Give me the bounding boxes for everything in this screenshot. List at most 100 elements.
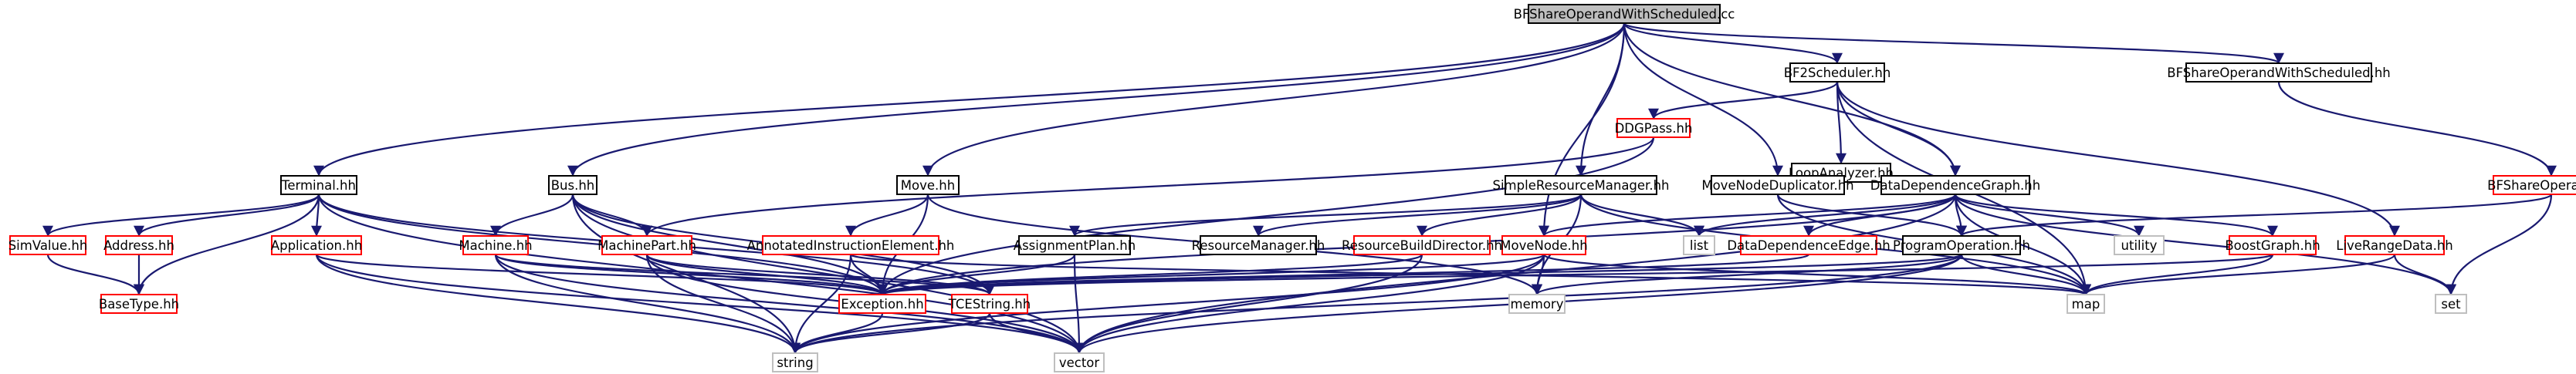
- edge-root-to-terminal: [313, 22, 1626, 177]
- edge-root-to-ddg: [1623, 22, 1961, 177]
- node-root[interactable]: BFShareOperandWithScheduled.cc: [1514, 4, 1735, 24]
- node-basetype[interactable]: BaseType.hh: [99, 294, 179, 314]
- edge-root-to-mnd: [1623, 22, 1783, 177]
- edge-bf2-to-loop: [1835, 81, 1847, 164]
- edge-machinepart-to-string: [645, 254, 801, 354]
- edge-srm-to-rm: [1253, 194, 1582, 237]
- node-dde[interactable]: DataDependenceEdge.hh: [1727, 235, 1891, 255]
- node-map-box: [2067, 294, 2105, 314]
- node-bf2[interactable]: BF2Scheduler.hh: [1784, 62, 1891, 83]
- node-simvalue-label: SimValue.hh: [8, 238, 88, 253]
- node-application[interactable]: Application.hh: [271, 235, 362, 255]
- edge-terminal-to-basetype: [134, 194, 320, 295]
- node-rm-box: [1200, 235, 1317, 255]
- node-movenode[interactable]: MoveNode.hh: [1500, 235, 1588, 255]
- edge-aplan-to-exception: [877, 254, 1076, 295]
- node-bfsows[interactable]: BFShareOperandWithScheduled.hh: [2167, 62, 2391, 83]
- node-memory-label: memory: [1511, 297, 1564, 312]
- node-machine-box: [462, 235, 529, 255]
- edge-tcestring-to-vector: [988, 312, 1085, 354]
- node-srm-box: [1505, 175, 1657, 195]
- edge-boost-to-exception: [877, 253, 2274, 296]
- edge-root-to-move: [922, 22, 1626, 177]
- node-ddgpass[interactable]: DDGPass.hh: [1615, 118, 1693, 138]
- edge-aie-to-map: [849, 253, 2091, 296]
- edge-bus-to-exception: [571, 194, 888, 295]
- edge-ddgpass-to-machinepart: [641, 136, 1655, 237]
- node-aplan-box: [1018, 235, 1131, 255]
- node-utility-label: utility: [2121, 238, 2158, 253]
- node-simvalue[interactable]: SimValue.hh: [8, 235, 88, 255]
- edge-mnd-to-progop: [1776, 194, 1967, 237]
- node-mnd-box: [1711, 175, 1845, 195]
- node-memory: memory: [1508, 294, 1566, 314]
- edge-ddg-to-set: [1954, 194, 2456, 295]
- node-rbd[interactable]: ResourceBuildDirector.hh: [1342, 235, 1502, 255]
- node-basetype-box: [100, 294, 178, 314]
- edge-srm-to-rbd: [1417, 194, 1582, 237]
- node-lrd-label: LiveRangeData.hh: [2336, 238, 2453, 253]
- node-ddg-box: [1880, 175, 2030, 195]
- node-bfso-label: BFShareOperand.hh: [2487, 178, 2576, 193]
- edge-progop-to-memory: [1532, 253, 1963, 296]
- node-bfso-box: [2493, 175, 2576, 195]
- edge-ddg-to-movenode: [1538, 193, 1957, 238]
- node-bfsows-label: BFShareOperandWithScheduled.hh: [2167, 66, 2391, 80]
- node-string: string: [772, 352, 818, 372]
- node-lrd[interactable]: LiveRangeData.hh: [2336, 235, 2453, 255]
- edge-ddgpass-to-exception: [877, 136, 1655, 295]
- node-aplan[interactable]: AssignmentPlan.hh: [1014, 235, 1136, 255]
- edge-aie-to-string: [790, 254, 852, 354]
- node-srm-label: SimpleResourceManager.hh: [1493, 178, 1670, 193]
- node-rbd-label: ResourceBuildDirector.hh: [1342, 238, 1502, 253]
- node-vector-label: vector: [1059, 355, 1100, 370]
- node-aie[interactable]: AnnotatedInstructionElement.hh: [747, 235, 955, 255]
- edge-srm-to-list: [1579, 194, 1704, 237]
- node-root-label: BFShareOperandWithScheduled.cc: [1514, 7, 1735, 22]
- edge-bf2-to-ddgpass: [1648, 81, 1839, 120]
- edge-srm-to-aplan: [1069, 193, 1582, 238]
- edge-bfso-to-set: [2446, 194, 2553, 295]
- nodes-layer: BFShareOperandWithScheduled.ccBF2Schedul…: [8, 4, 2576, 372]
- node-machinepart[interactable]: MachinePart.hh: [597, 235, 696, 255]
- node-bfso[interactable]: BFShareOperand.hh: [2487, 175, 2576, 195]
- node-machine[interactable]: Machine.hh: [459, 235, 533, 255]
- node-tcestring-box: [951, 294, 1028, 314]
- node-basetype-label: BaseType.hh: [99, 297, 179, 312]
- node-move-box: [896, 175, 960, 195]
- node-exception[interactable]: Exception.hh: [838, 294, 926, 314]
- node-map-label: map: [2072, 297, 2100, 312]
- node-tcestring[interactable]: TCEString.hh: [948, 294, 1031, 314]
- node-bus[interactable]: Bus.hh: [548, 175, 597, 195]
- node-mnd[interactable]: MoveNodeDuplicator.hh: [1701, 175, 1854, 195]
- node-ddgpass-box: [1616, 118, 1691, 138]
- node-srm[interactable]: SimpleResourceManager.hh: [1493, 175, 1670, 195]
- node-bus-box: [548, 175, 597, 195]
- edge-movenode-to-map: [1542, 253, 2091, 296]
- node-progop[interactable]: ProgramOperation.hh: [1893, 235, 2030, 255]
- node-movenode-label: MoveNode.hh: [1500, 238, 1587, 253]
- node-bf2-box: [1789, 62, 1885, 83]
- edge-movenode-to-exception: [877, 253, 1545, 296]
- edge-ddg-to-utility: [1954, 194, 2144, 237]
- node-address[interactable]: Address.hh: [103, 235, 174, 255]
- node-move[interactable]: Move.hh: [896, 175, 960, 195]
- node-boost-label: BoostGraph.hh: [2225, 238, 2320, 253]
- node-set: set: [2435, 294, 2467, 314]
- node-ddg[interactable]: DataDependenceGraph.hh: [1870, 175, 2040, 195]
- edge-lrd-to-map: [2080, 254, 2396, 295]
- node-terminal[interactable]: Terminal.hh: [280, 175, 357, 195]
- edge-machinepart-to-exception: [645, 254, 888, 295]
- edge-simvalue-to-basetype: [46, 254, 144, 295]
- edge-bf2-to-ddg: [1836, 81, 1961, 177]
- edge-bus-to-vector: [571, 194, 1085, 354]
- node-terminal-label: Terminal.hh: [281, 178, 356, 193]
- node-boost[interactable]: BoostGraph.hh: [2225, 235, 2320, 255]
- edge-bus-to-machine: [490, 194, 574, 237]
- node-rm[interactable]: ResourceManager.hh: [1192, 235, 1325, 255]
- node-address-label: Address.hh: [103, 238, 174, 253]
- node-application-label: Application.hh: [271, 238, 362, 253]
- edge-ddg-to-boost: [1954, 194, 2278, 237]
- node-progop-box: [1902, 235, 2021, 255]
